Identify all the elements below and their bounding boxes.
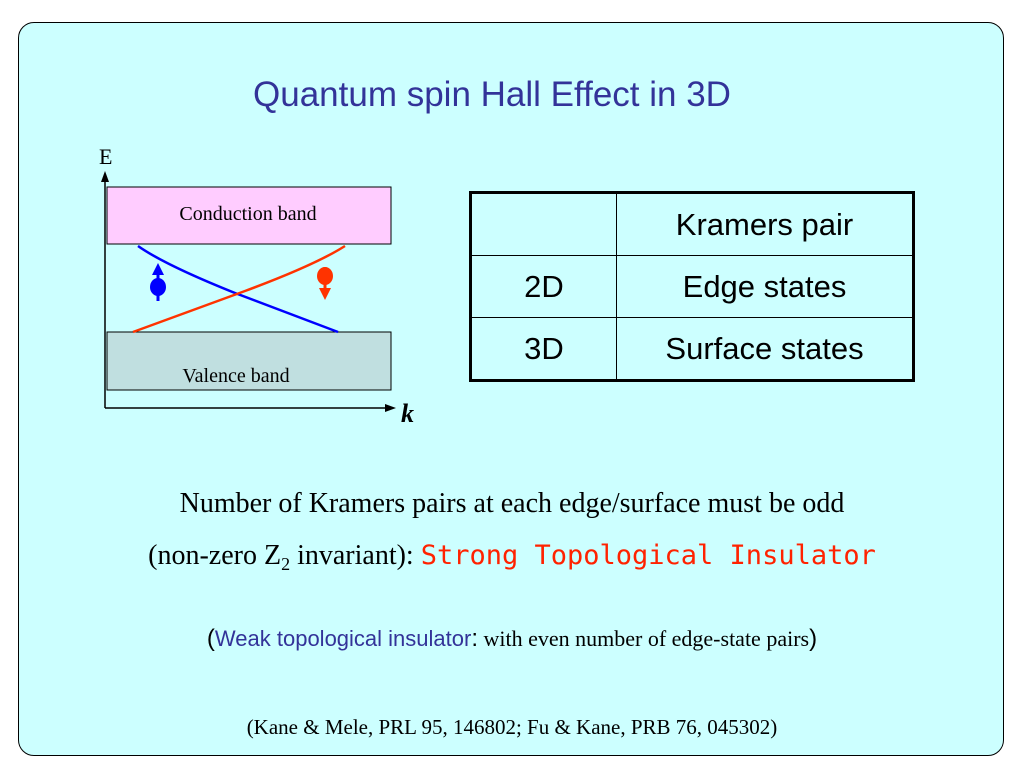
momentum-axis-arrowhead [385, 404, 396, 412]
table-cell-dimension: 2D [470, 255, 617, 318]
table-row: 3D Surface states [470, 317, 914, 381]
kramers-odd-statement: Number of Kramers pairs at each edge/sur… [179, 488, 845, 519]
z2-subscript: 2 [281, 554, 291, 574]
spin-up-arrow-icon [150, 263, 166, 301]
conduction-band [106, 186, 392, 245]
open-paren: ( [206, 625, 215, 652]
table-header-cell [470, 192, 617, 256]
spin-up-state-curve [137, 244, 339, 334]
even-pairs-text: with even number of edge-state pairs [477, 626, 810, 651]
spin-down-state-curve [132, 244, 346, 334]
table-cell-states: Edge states [616, 255, 914, 318]
conduction-band-label: Conduction band [179, 203, 316, 225]
table-row: 2D Edge states [470, 255, 914, 318]
band-diagram: E k Conduction band Valence band [99, 144, 414, 428]
momentum-axis-label: k [401, 399, 414, 428]
reference-citation: (Kane & Mele, PRL 95, 146802; Fu & Kane,… [246, 715, 778, 739]
kramers-pair-table: Kramers pair 2D Edge states 3D Surface s… [469, 191, 915, 382]
table-cell-states: Surface states [616, 317, 914, 381]
strong-ti-statement: (non-zero Z2 invariant): Strong Topologi… [0, 540, 1024, 575]
table-header-row: Kramers pair [470, 192, 914, 256]
table-cell-dimension: 3D [470, 317, 617, 381]
energy-axis-label: E [99, 144, 112, 169]
table-header-cell: Kramers pair [616, 192, 914, 256]
z2-prefix-text: (non-zero Z [148, 540, 282, 571]
energy-axis-arrowhead [101, 171, 109, 182]
colon: : [471, 625, 478, 652]
weak-ti-statement: (Weak topological insulator: with even n… [0, 625, 1024, 653]
weak-ti-text: Weak topological insulator [214, 626, 472, 651]
slide-title: Quantum spin Hall Effect in 3D [253, 75, 731, 114]
valence-band-label: Valence band [182, 365, 289, 387]
valence-band [106, 331, 392, 391]
close-paren: ) [809, 625, 818, 652]
strong-ti-highlight: Strong Topological Insulator [420, 540, 876, 571]
spin-down-arrow-icon [317, 267, 333, 300]
invariant-text: invariant): [290, 540, 421, 571]
